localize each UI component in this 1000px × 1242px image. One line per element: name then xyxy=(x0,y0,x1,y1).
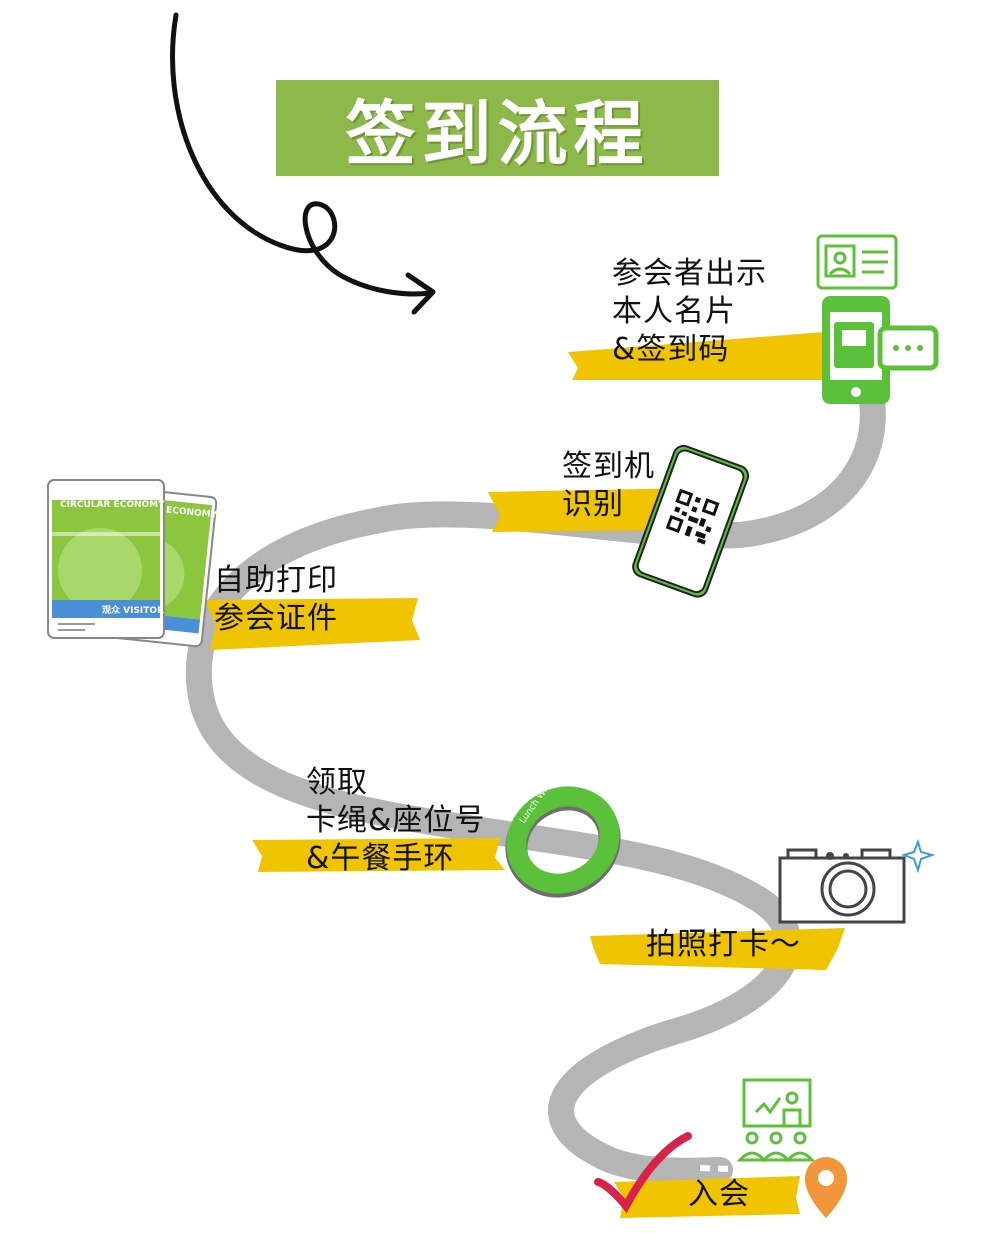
curly-arrow-head xyxy=(405,272,436,315)
step-2-line-1: 签到机 xyxy=(562,449,655,484)
step-3-line-1: 自助打印 xyxy=(214,563,338,598)
step-1-label: 参会者出示 本人名片 &签到码 xyxy=(612,255,767,369)
highlight-brush-5 xyxy=(590,928,845,970)
step-4-line-1: 领取 xyxy=(306,765,368,800)
step-1-line-1: 参会者出示 xyxy=(612,256,767,291)
wristband-icon xyxy=(505,786,621,898)
step-1-line-3: &签到码 xyxy=(612,332,730,367)
step-2-line-2: 识别 xyxy=(562,487,624,522)
check-mark-icon xyxy=(594,1132,692,1214)
step-5-line-1: 拍照打卡～ xyxy=(646,927,801,962)
location-pin-icon xyxy=(805,1157,847,1218)
step-2-label: 签到机 识别 xyxy=(562,448,655,524)
step-4-label: 领取 卡绳&座位号 &午餐手环 xyxy=(306,764,485,878)
camera-icon xyxy=(778,838,936,924)
step-4-line-2: 卡绳&座位号 xyxy=(306,803,486,838)
qr-phone-icon xyxy=(632,444,750,598)
highlight-brush-1 xyxy=(568,330,850,380)
presentation-classroom-icon xyxy=(736,1078,816,1163)
step-1-line-2: 本人名片 xyxy=(612,294,736,329)
badge-cards-icon xyxy=(47,479,218,648)
step-5-label: 拍照打卡～ xyxy=(646,926,801,964)
page-title: 签到流程 xyxy=(345,92,650,175)
highlight-brushes xyxy=(205,330,850,1218)
badge-visitor-label: 观众 VISITOR xyxy=(102,606,164,616)
step-3-line-2: 参会证件 xyxy=(214,601,338,636)
highlight-brush-6 xyxy=(614,1176,800,1218)
step-6-line-1: 入会 xyxy=(688,1177,750,1212)
step-3-label: 自助打印 参会证件 xyxy=(214,562,338,638)
highlight-brush-2 xyxy=(488,488,690,532)
step-6-label: 入会 xyxy=(688,1176,750,1214)
badge-event-name: CIRCULAR ECONOMY xyxy=(60,500,165,510)
curly-arrow xyxy=(170,12,433,297)
highlight-brush-4 xyxy=(252,838,505,872)
badge-card-front xyxy=(47,479,165,639)
step-4-line-3: &午餐手环 xyxy=(306,841,455,876)
highlight-brush-3 xyxy=(205,598,420,650)
title-banner: 签到流程 xyxy=(276,80,719,176)
phone-chat-icon xyxy=(822,296,939,404)
id-card-icon xyxy=(816,234,898,290)
